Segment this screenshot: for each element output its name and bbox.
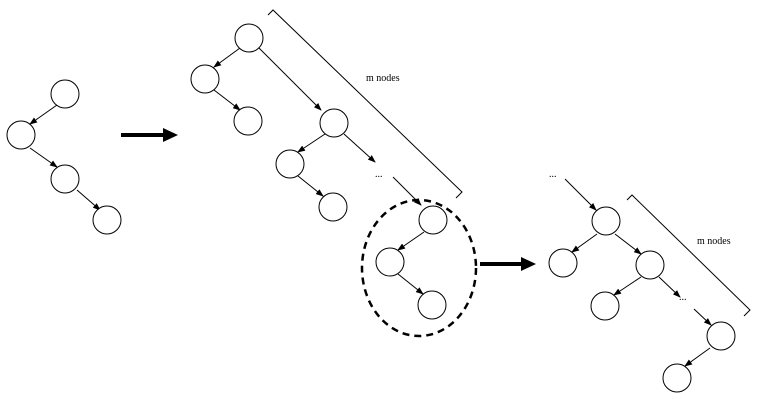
- ellipsis-label: ...: [679, 292, 687, 303]
- arrow-head: [163, 128, 178, 142]
- tree-node: [233, 106, 263, 136]
- tree-node: [275, 149, 305, 179]
- tree-node: [375, 247, 405, 277]
- transform-arrow-2: [480, 257, 536, 271]
- tree-node: [417, 290, 447, 320]
- edge: [397, 273, 424, 295]
- tree-node: [662, 363, 692, 393]
- edge: [213, 89, 241, 111]
- tree-node: [548, 248, 578, 278]
- tree-node: [50, 164, 80, 194]
- tree-node: [92, 205, 122, 235]
- tree-node: [190, 64, 220, 94]
- highlight-ellipse: [360, 198, 478, 338]
- transform-arrow-1: [121, 128, 178, 142]
- middle-tree: ... m nodes: [190, 9, 478, 338]
- left-tree: [6, 79, 122, 235]
- tree-node: [319, 108, 349, 138]
- ellipsis-label: ...: [375, 169, 383, 180]
- ellipsis-label: ...: [549, 169, 557, 180]
- edge: [297, 133, 326, 153]
- edge: [658, 276, 681, 298]
- m-nodes-bracket: [267, 9, 463, 199]
- tree-node: [234, 23, 264, 53]
- m-nodes-bracket: [626, 194, 751, 317]
- arrow-head: [521, 257, 536, 271]
- m-nodes-label: m nodes: [697, 236, 731, 247]
- edge: [571, 233, 598, 253]
- edge: [213, 47, 241, 68]
- right-tree: ... ... m nodes: [548, 169, 751, 393]
- edge: [343, 133, 376, 163]
- edge: [693, 308, 712, 326]
- tree-node: [706, 321, 736, 351]
- edge: [397, 231, 425, 251]
- edge: [256, 45, 322, 111]
- tree-node: [590, 291, 620, 321]
- tree-node: [635, 250, 665, 280]
- m-nodes-label: m nodes: [366, 73, 400, 84]
- tree-node: [318, 192, 348, 222]
- edge: [29, 104, 58, 125]
- tree-node: [50, 79, 80, 109]
- tree-node: [591, 206, 621, 236]
- edge: [614, 233, 642, 255]
- edge: [297, 175, 324, 197]
- edge: [564, 178, 597, 211]
- edge: [76, 189, 101, 211]
- edge: [613, 276, 642, 296]
- tree-node: [6, 120, 36, 150]
- edge: [29, 147, 58, 168]
- edge: [684, 347, 711, 367]
- tree-node: [418, 205, 448, 235]
